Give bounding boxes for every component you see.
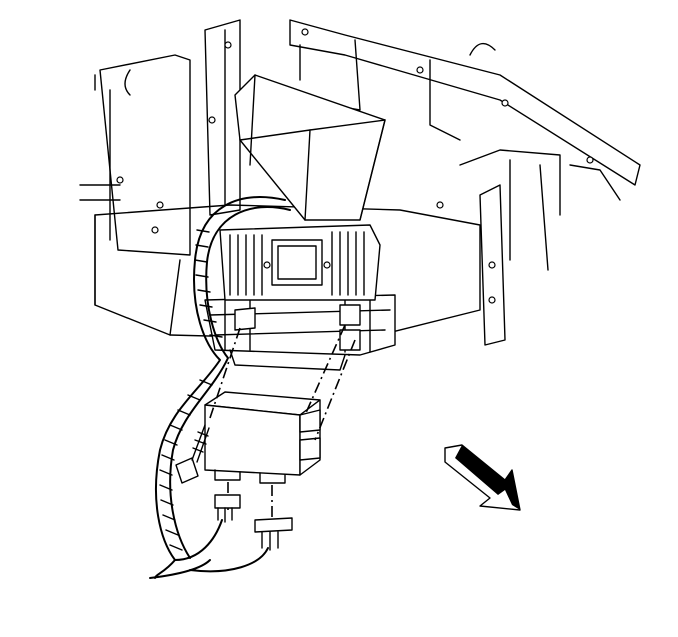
mounting-bolt [175, 424, 210, 484]
vehicle-body-structure [79, 19, 641, 346]
mounting-bracket-assembly [204, 294, 396, 371]
harness-connector-right [254, 517, 293, 551]
vehicle-front-direction-arrow [444, 444, 521, 511]
harness-connector-left [214, 494, 241, 523]
upper-control-module-with-heat-sink [219, 224, 381, 351]
upper-cover-block [234, 74, 386, 221]
wiring-harness-loom [149, 196, 291, 579]
lower-control-module [204, 391, 321, 484]
